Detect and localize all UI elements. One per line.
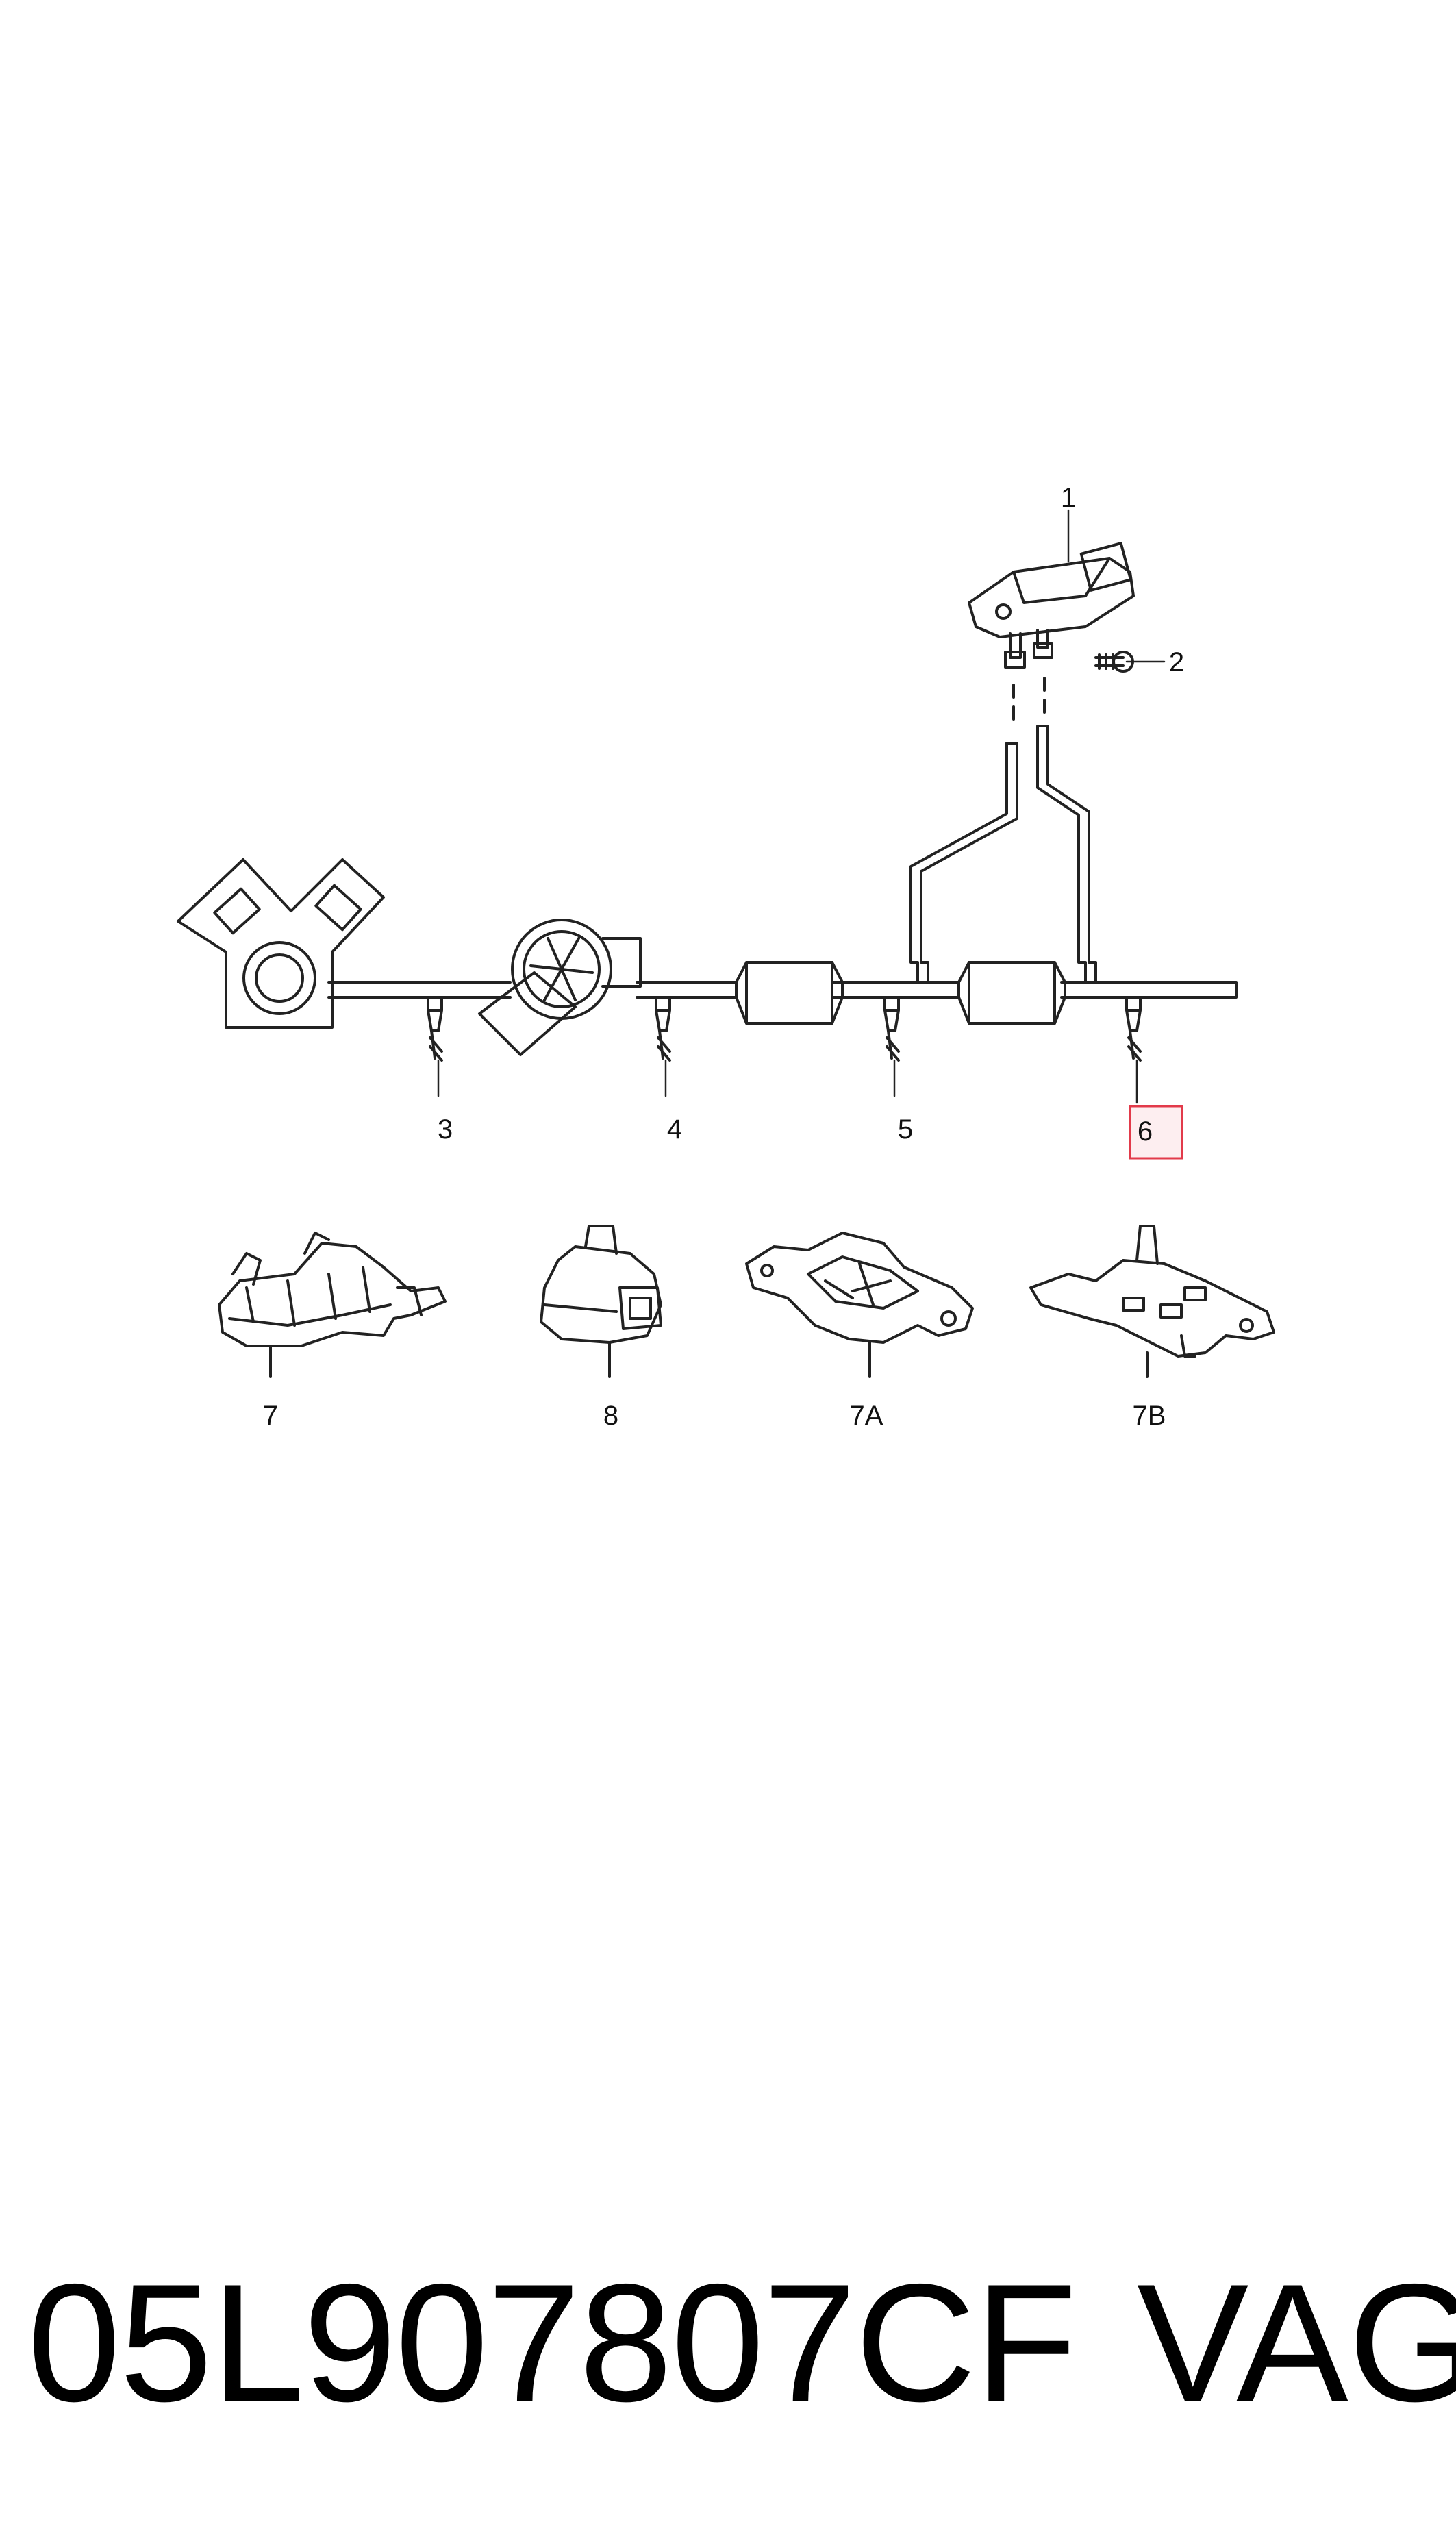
callout-3: 3 — [438, 1114, 453, 1145]
callout-6[interactable]: 6 — [1138, 1116, 1153, 1147]
catalytic-converter-front — [735, 961, 844, 1025]
callout-7: 7 — [263, 1401, 278, 1431]
callout-7b: 7B — [1133, 1401, 1166, 1431]
brand-name: VAG — [1137, 2249, 1456, 2436]
pressure-lines — [909, 677, 1097, 984]
connector-housing-8 — [540, 1225, 662, 1378]
exhaust-pipe — [327, 981, 1238, 999]
pressure-sensor — [968, 542, 1135, 669]
bracket-7a — [745, 1232, 974, 1378]
bracket-7 — [218, 1232, 447, 1378]
callout-8: 8 — [603, 1401, 618, 1431]
leader-lines — [437, 509, 1166, 1104]
bracket-7b — [1029, 1225, 1275, 1378]
part-footer: 05L907807CF VAG — [27, 2240, 1456, 2445]
callout-4: 4 — [667, 1114, 682, 1145]
callout-1: 1 — [1061, 483, 1076, 513]
temp-sensor-4 — [655, 996, 671, 1062]
temp-sensor-6 — [1125, 996, 1142, 1062]
temp-sensor-3 — [427, 996, 443, 1062]
callout-7a: 7A — [850, 1401, 883, 1431]
highlight-box — [1129, 1105, 1183, 1160]
part-number: 05L907807CF — [27, 2249, 1077, 2436]
engine-block — [177, 858, 385, 1029]
callout-5: 5 — [898, 1114, 913, 1145]
callout-2: 2 — [1169, 647, 1184, 677]
temp-sensor-5 — [883, 996, 900, 1062]
turbocharger — [478, 919, 642, 1056]
particulate-filter-rear — [957, 961, 1066, 1025]
